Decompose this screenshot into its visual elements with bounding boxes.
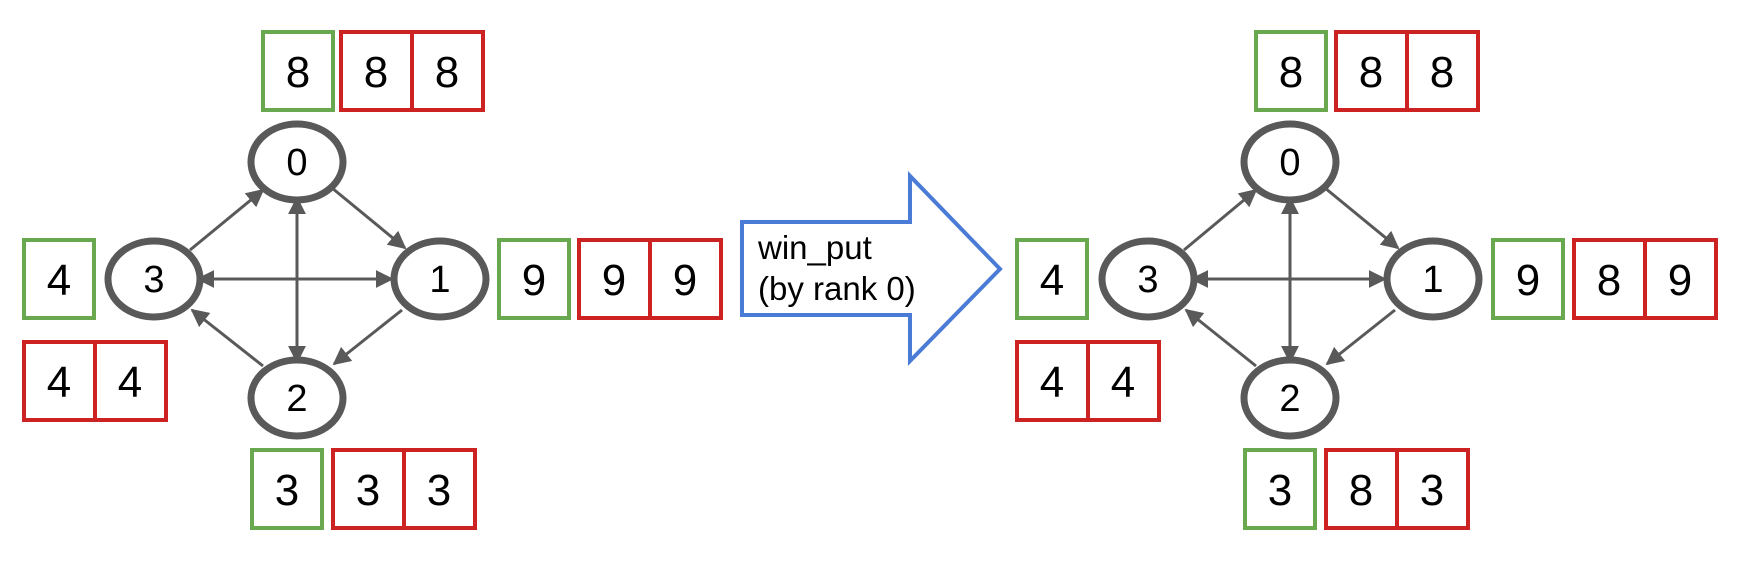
window-value: 3	[427, 466, 451, 515]
after-node-2: 2	[1240, 356, 1340, 440]
local-value: 4	[47, 256, 71, 305]
window-value: 3	[1420, 466, 1444, 515]
window-value: 4	[1040, 358, 1064, 407]
local-value-box	[497, 238, 571, 320]
local-value-box	[1491, 238, 1565, 320]
edge-3-to-0	[189, 188, 265, 252]
after-node-0: 0	[1240, 120, 1340, 204]
edge-1-to-2	[1325, 308, 1396, 366]
window-value: 3	[356, 466, 380, 515]
window-value: 8	[435, 48, 459, 97]
edge-3-to-0	[1183, 188, 1258, 252]
node-label: 1	[429, 259, 450, 301]
after-node-1: 1	[1383, 237, 1483, 321]
edge-0-to-1	[1324, 186, 1400, 250]
before-rank0-buffer: 8 8 8	[261, 30, 485, 112]
edge-2-to-3	[190, 308, 264, 368]
local-value-box	[261, 30, 335, 112]
local-value: 4	[1040, 256, 1064, 305]
window-value: 8	[1430, 48, 1454, 97]
window-value: 4	[118, 358, 142, 407]
window-value: 9	[602, 256, 626, 305]
local-value-box	[22, 238, 96, 320]
local-value-box	[1243, 448, 1317, 530]
after-rank0-buffer: 8 8 8	[1254, 30, 1480, 112]
local-value: 9	[522, 256, 546, 305]
node-label: 0	[286, 142, 307, 184]
before-buffers: 8 8 8 9 9 9 3 3 3 4	[22, 30, 723, 530]
before-node-1: 1	[390, 237, 490, 321]
edge-2-to-3	[1184, 308, 1257, 368]
local-value: 8	[286, 48, 310, 97]
window-value: 8	[364, 48, 388, 97]
node-label: 3	[143, 259, 164, 301]
after-rank3-buffer: 4 4 4	[1015, 238, 1161, 422]
block-arrow-shape	[740, 171, 1003, 366]
after-rank1-buffer: 9 8 9	[1491, 238, 1718, 320]
local-value: 9	[1516, 256, 1540, 305]
after-edges	[1183, 186, 1400, 368]
transition-arrow: win_put (by rank 0)	[740, 171, 1003, 366]
edge-1-to-2	[332, 308, 403, 366]
window-value: 8	[1359, 48, 1383, 97]
window-value: 8	[1349, 466, 1373, 515]
node-label: 3	[1137, 259, 1158, 301]
node-label: 2	[1279, 378, 1300, 420]
window-value: 4	[1111, 358, 1135, 407]
local-value-box	[250, 448, 324, 530]
edge-0-to-1	[331, 186, 407, 250]
transition-label-line1: win_put	[757, 229, 872, 266]
after-buffers: 8 8 8 9 8 9 3 8 3 4	[1015, 30, 1718, 530]
before-rank1-buffer: 9 9 9	[497, 238, 723, 320]
node-label: 1	[1422, 259, 1443, 301]
before-node-2: 2	[247, 356, 347, 440]
window-value: 4	[47, 358, 71, 407]
transition-label-line2: (by rank 0)	[758, 270, 916, 307]
before-graph: 0 1 2 3	[104, 120, 490, 440]
node-label: 2	[286, 378, 307, 420]
after-rank2-buffer: 3 8 3	[1243, 448, 1470, 530]
local-value: 3	[1268, 466, 1292, 515]
window-value: 9	[673, 256, 697, 305]
window-value: 9	[1668, 256, 1692, 305]
local-value: 8	[1279, 48, 1303, 97]
local-value: 3	[275, 466, 299, 515]
before-rank3-buffer: 4 4 4	[22, 238, 168, 422]
node-label: 0	[1279, 142, 1300, 184]
before-node-3: 3	[104, 237, 204, 321]
before-node-0: 0	[247, 120, 347, 204]
after-graph: 0 1 2 3	[1098, 120, 1483, 440]
window-value: 8	[1597, 256, 1621, 305]
before-rank2-buffer: 3 3 3	[250, 448, 477, 530]
local-value-box	[1015, 238, 1089, 320]
before-edges	[189, 186, 407, 368]
local-value-box	[1254, 30, 1328, 112]
after-node-3: 3	[1098, 237, 1198, 321]
